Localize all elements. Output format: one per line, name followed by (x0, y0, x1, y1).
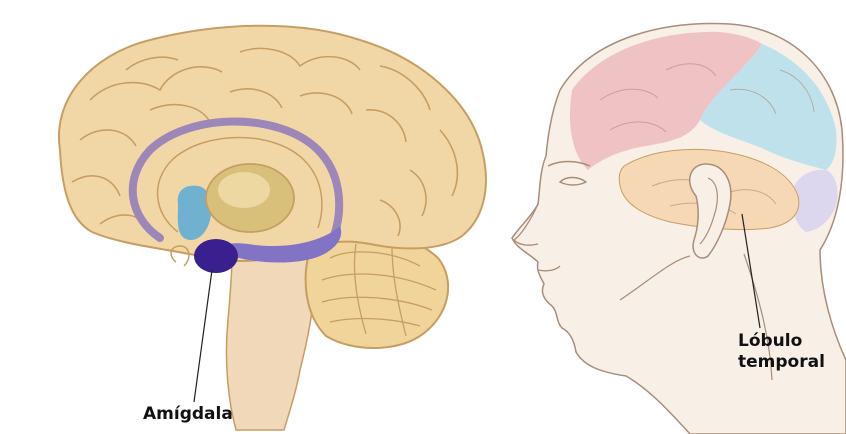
thalamus-highlight (218, 172, 270, 208)
temporal-label-line2: temporal (738, 352, 825, 373)
amygdala-label-text: Amígdala (143, 404, 233, 424)
sagittal-brain (59, 26, 486, 430)
amygdala-label: Amígdala (143, 404, 233, 425)
brainstem (226, 255, 314, 430)
amygdala (194, 239, 238, 273)
temporal-lobe-label: Lóbulo temporal (738, 331, 825, 373)
amygdala-leader-line (194, 270, 212, 402)
temporal-label-line1: Lóbulo (738, 331, 825, 352)
